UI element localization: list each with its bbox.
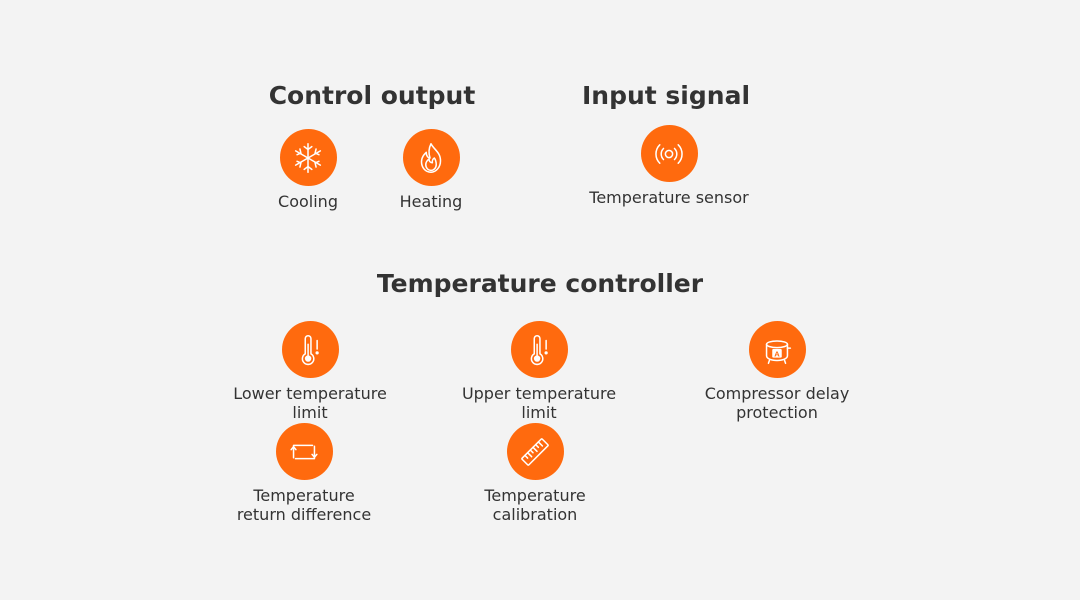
svg-text:A: A: [774, 349, 780, 358]
compressor-icon: A: [748, 321, 806, 378]
temperature-calibration-label: Temperature calibration: [484, 486, 586, 524]
compressor-delay-protection-label: Compressor delay protection: [704, 384, 850, 422]
feature-upper-temperature-limit: Upper temperature limit: [444, 321, 634, 422]
feature-temperature-calibration: Temperature calibration: [440, 423, 630, 524]
cooling-label: Cooling: [278, 192, 338, 211]
snowflake-icon: [279, 129, 337, 186]
feature-temperature-sensor: Temperature sensor: [574, 125, 764, 207]
temperature-controller-heading: Temperature controller: [376, 269, 704, 298]
feature-compressor-delay-protection: A Compressor delay protection: [682, 321, 872, 422]
ruler-icon: [506, 423, 564, 480]
feature-lower-temperature-limit: Lower temperature limit: [215, 321, 405, 422]
temperature-sensor-label: Temperature sensor: [589, 188, 749, 207]
upper-temperature-limit-label: Upper temperature limit: [461, 384, 617, 422]
flame-icon: [402, 129, 460, 186]
heating-label: Heating: [399, 192, 463, 211]
temperature-return-difference-label: Temperature return difference: [236, 486, 372, 524]
thermometer-alert-icon: [510, 321, 568, 378]
lower-temperature-limit-label: Lower temperature limit: [233, 384, 387, 422]
feature-heating: Heating: [336, 129, 526, 211]
control-output-heading: Control output: [268, 81, 476, 110]
feature-temperature-return-difference: Temperature return difference: [209, 423, 399, 524]
thermometer-alert-icon: [281, 321, 339, 378]
feature-cooling: Cooling: [213, 129, 403, 211]
input-signal-heading: Input signal: [581, 81, 751, 110]
sensor-signal-icon: [640, 125, 698, 182]
return-arrows-icon: [275, 423, 333, 480]
